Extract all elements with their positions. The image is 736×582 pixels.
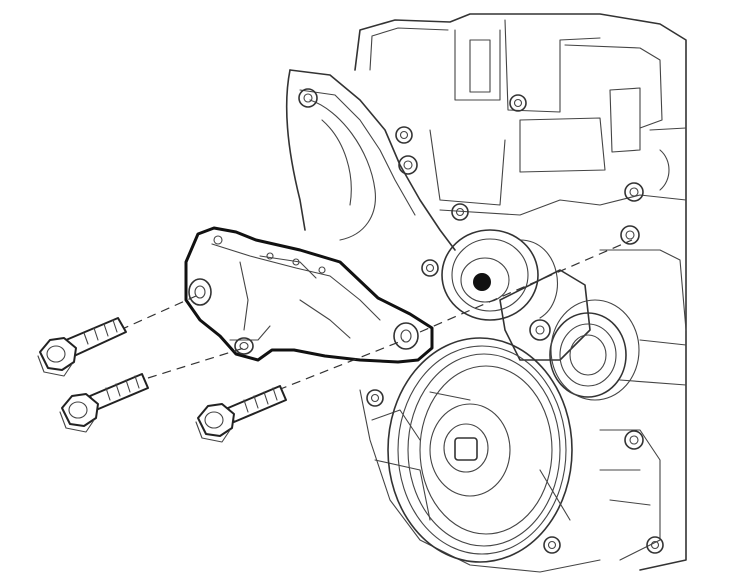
bracket-bolt — [195, 385, 287, 443]
block-bolt-head — [620, 225, 640, 245]
block-bolt-head — [624, 430, 644, 450]
block-bolt-head — [624, 182, 644, 202]
block-bolt-head — [543, 536, 561, 554]
block-bolt-head — [395, 126, 413, 144]
crankshaft-pulley — [387, 337, 573, 563]
alignment-lines — [119, 239, 633, 391]
bracket-small-hole — [292, 258, 300, 266]
block-bolt-head — [421, 259, 439, 277]
block-bolt-head — [451, 203, 469, 221]
bracket-small-hole — [213, 235, 223, 245]
bracket-small-hole — [318, 266, 326, 274]
block-bolt-head — [509, 94, 527, 112]
block-bolt-head — [398, 155, 418, 175]
belt-tensioner — [499, 269, 640, 401]
generator-bracket — [184, 226, 434, 364]
bracket-bolt — [59, 373, 149, 433]
bracket-small-hole — [266, 252, 274, 260]
engine-block — [285, 13, 687, 573]
block-bolt-head — [366, 389, 384, 407]
bracket-bolt-hole — [188, 278, 212, 306]
idler-pulley — [441, 229, 558, 321]
bracket-bolt-hole — [393, 322, 419, 350]
block-bolt-head — [298, 88, 318, 108]
bracket-bolt-hole — [234, 337, 254, 355]
bracket-bolt — [37, 317, 127, 377]
block-bolt-head — [646, 536, 664, 554]
